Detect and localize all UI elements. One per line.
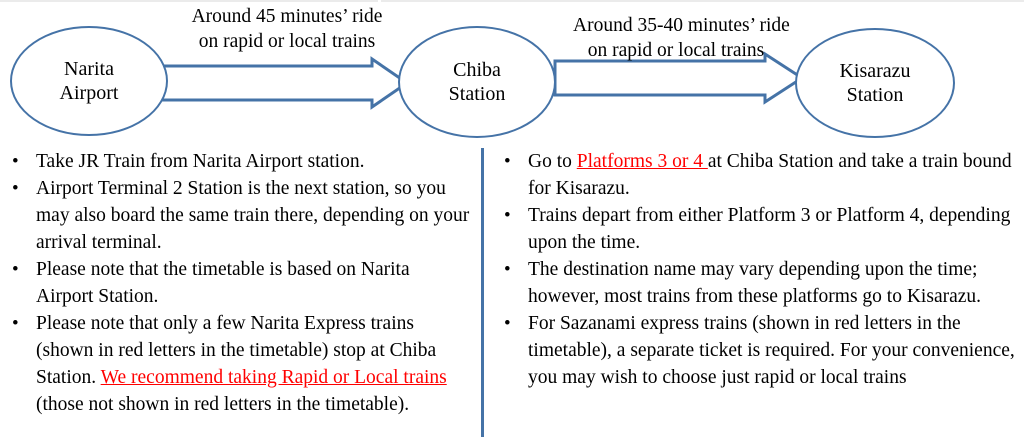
route-flow-diagram: Narita Airport Chiba Station Kisarazu St… (0, 0, 1024, 148)
right-instructions-column: Go to Platforms 3 or 4 at Chiba Station … (492, 148, 1024, 391)
highlighted-text[interactable]: We recommend taking Rapid or Local train… (100, 367, 447, 388)
node-chiba-station-line1: Chiba (453, 58, 501, 81)
bullet-text: Airport Terminal 2 Station is the next s… (36, 178, 470, 253)
bullet-text: Please note that only a few Narita Expre… (36, 313, 437, 388)
bullet-text: Trains depart from either Platform 3 or … (528, 205, 1011, 253)
left-bullet-list: Take JR Train from Narita Airport statio… (0, 148, 470, 418)
bullet-trains-depart-platform: Trains depart from either Platform 3 or … (492, 202, 1024, 256)
node-kisarazu-station-line1: Kisarazu (839, 59, 911, 82)
bullet-airport-terminal-2: Airport Terminal 2 Station is the next s… (0, 175, 470, 256)
column-divider (481, 148, 484, 437)
bullet-text: The destination name may vary depending … (528, 259, 982, 307)
edge-label-chiba-to-kisarazu: Around 35-40 minutes’ ride on rapid or l… (573, 14, 790, 64)
highlighted-text[interactable]: Platforms 3 or 4 (576, 151, 708, 172)
edge-label-narita-to-chiba: Around 45 minutes’ ride on rapid or loca… (180, 5, 394, 55)
node-kisarazu-station-line2: Station (846, 84, 904, 106)
bullet-text: Go to (528, 151, 577, 172)
bullet-timetable-based-on-narita: Please note that the timetable is based … (0, 256, 470, 310)
arrow-chiba-to-kisarazu (553, 51, 805, 105)
edge-label-chiba-to-kisarazu-line2: on rapid or local trains (587, 39, 765, 61)
node-narita-airport[interactable]: Narita Airport (10, 26, 168, 136)
top-divider-rule (0, 0, 1024, 2)
bullet-text: at Chiba Station and take a train bound … (528, 151, 1012, 199)
bullet-sazanami-express-ticket: For Sazanami express trains (shown in re… (492, 310, 1024, 391)
edge-label-narita-to-chiba-line2: on rapid or local trains (198, 30, 376, 52)
node-narita-airport-line1: Narita (64, 57, 114, 80)
bullet-go-to-platforms: Go to Platforms 3 or 4 at Chiba Station … (492, 148, 1024, 202)
arrow-narita-to-chiba (160, 56, 410, 110)
left-instructions-column: Take JR Train from Narita Airport statio… (0, 148, 470, 418)
bullet-text: For Sazanami express trains (shown in re… (528, 313, 1015, 388)
node-chiba-station[interactable]: Chiba Station (398, 26, 556, 138)
bullet-text: (those not shown in red letters in the t… (36, 394, 410, 415)
bullet-text: Please note that the timetable is based … (36, 259, 410, 307)
node-kisarazu-station[interactable]: Kisarazu Station (795, 28, 955, 138)
top-divider-gap (378, 0, 381, 2)
edge-label-narita-to-chiba-line1: Around 45 minutes’ ride (191, 6, 383, 27)
edge-label-chiba-to-kisarazu-line1: Around 35-40 minutes’ ride (573, 15, 790, 36)
bullet-destination-name-varies: The destination name may vary depending … (492, 256, 1024, 310)
bullet-narita-express-note: Please note that only a few Narita Expre… (0, 310, 470, 418)
bullet-text: Take JR Train from Narita Airport statio… (36, 151, 365, 172)
right-bullet-list: Go to Platforms 3 or 4 at Chiba Station … (492, 148, 1024, 391)
node-chiba-station-line2: Station (448, 83, 506, 105)
bullet-take-jr-train: Take JR Train from Narita Airport statio… (0, 148, 470, 175)
node-narita-airport-line2: Airport (59, 82, 119, 104)
